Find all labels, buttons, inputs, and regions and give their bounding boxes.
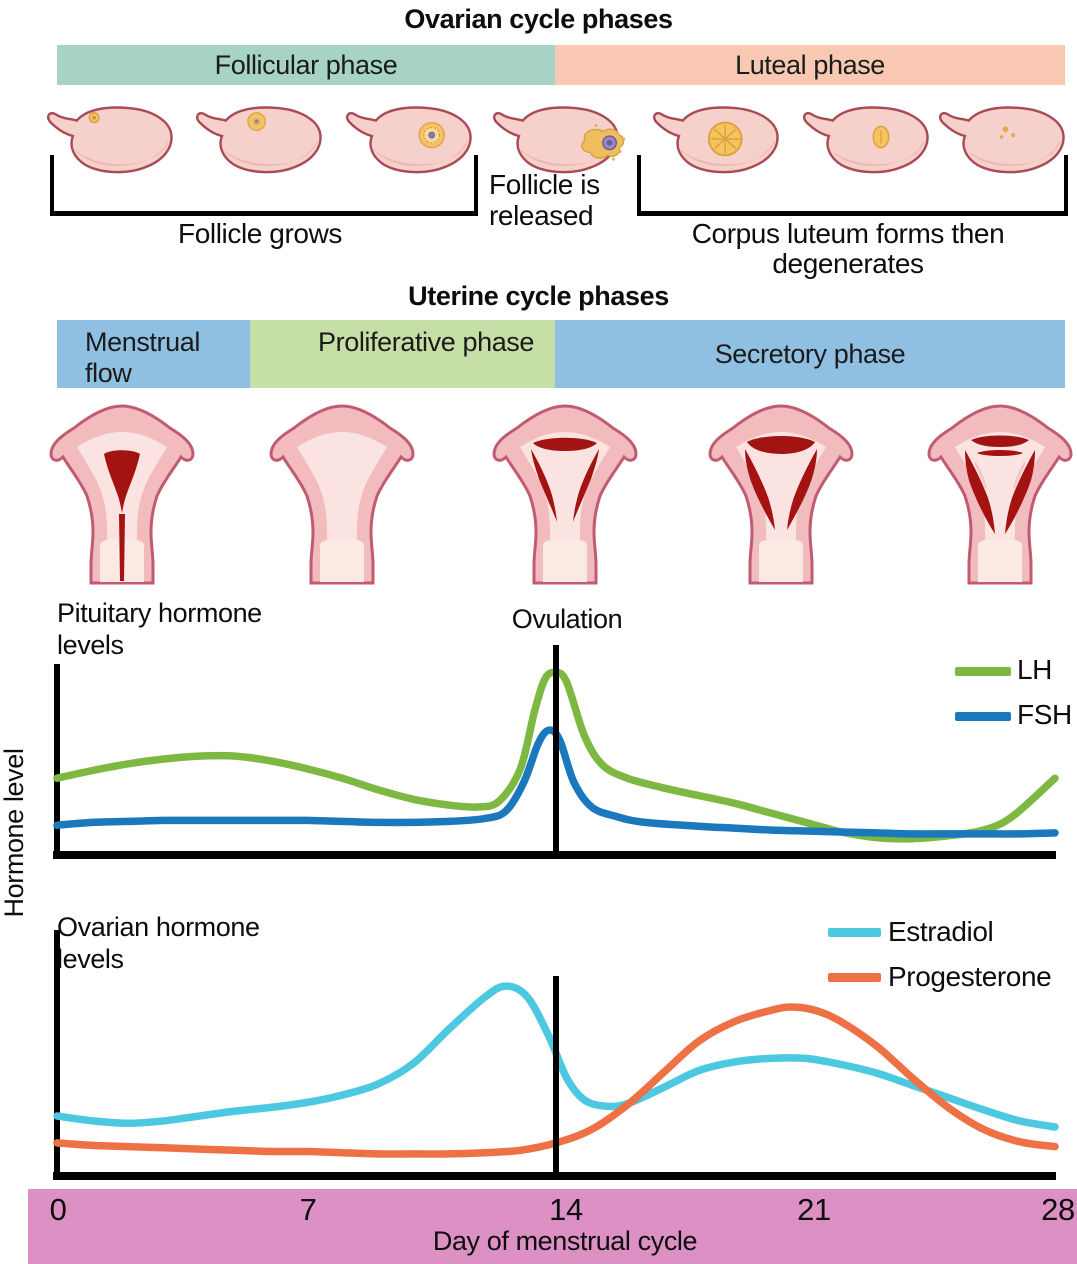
hormone-level-axis-label: Hormone level <box>0 748 29 918</box>
day-tick-0: 0 <box>49 1192 67 1227</box>
uterus-illustration-5-late-secretory <box>927 404 1073 585</box>
fsh-legend-label: FSH <box>1017 699 1072 730</box>
day-axis-title: Day of menstrual cycle <box>432 1226 698 1256</box>
phase-luteal-label: Luteal phase <box>735 49 885 80</box>
day-tick-21: 21 <box>797 1192 831 1227</box>
phase-follicular-label: Follicular phase <box>214 49 398 80</box>
follicle-grows-bracket <box>50 155 478 216</box>
phase-proliferative: Proliferative phase <box>250 320 555 388</box>
uterine-phase-bar: Menstrual flow Proliferative phase Secre… <box>57 320 1065 388</box>
uterine-cycle-title: Uterine cycle phases <box>408 281 669 311</box>
estradiol-legend-label: Estradiol <box>888 916 994 947</box>
ovary-illustration-7 <box>938 106 1065 174</box>
lh-legend-swatch <box>955 667 1011 676</box>
uterus-illustration-4-mid-secretory <box>708 404 854 585</box>
phase-follicular: Follicular phase <box>57 45 555 85</box>
phase-menstrual: Menstrual flow <box>57 320 250 388</box>
phase-secretory-label: Secretory phase <box>714 338 906 369</box>
progesterone-legend-label: Progesterone <box>888 961 1052 992</box>
ovary-illustration-5-corpus-luteum <box>652 106 779 174</box>
phase-luteal: Luteal phase <box>555 45 1065 85</box>
corpus-luteum-bracket <box>637 155 1068 216</box>
corpus-luteum-label: Corpus luteum forms then degenerates <box>691 218 1005 280</box>
day-axis-bar <box>28 1189 1077 1264</box>
uterus-illustration-1-menstrual <box>49 404 195 585</box>
phase-proliferative-label: Proliferative phase <box>318 327 535 357</box>
day-tick-28: 28 <box>1041 1192 1075 1227</box>
ovarian-phase-bar: Follicular phase Luteal phase <box>57 45 1065 85</box>
ovary-illustration-6 <box>802 106 929 174</box>
ovulation-label: Ovulation <box>511 604 623 634</box>
follicle-grows-label: Follicle grows <box>178 218 342 249</box>
ovarian-hormone-chart <box>53 930 1059 1180</box>
progesterone-legend-swatch <box>828 973 881 982</box>
ovary-illustration-4-release <box>492 106 625 174</box>
uterus-illustration-3-early-secretory <box>492 404 638 585</box>
ovary-illustration-1 <box>46 106 173 174</box>
fsh-legend-swatch <box>955 712 1011 721</box>
uterus-illustration-2-proliferative <box>269 404 415 585</box>
ovarian-cycle-title: Ovarian cycle phases <box>404 4 673 34</box>
phase-menstrual-label: Menstrual flow <box>85 327 200 388</box>
pituitary-hormone-chart <box>53 645 1059 859</box>
day-tick-7: 7 <box>299 1192 317 1227</box>
follicle-released-label: Follicle is released <box>489 169 600 231</box>
phase-secretory: Secretory phase <box>555 320 1065 388</box>
ovarian-chart-title: Ovarian hormone levels <box>57 912 260 974</box>
estradiol-legend-swatch <box>828 928 881 937</box>
day-tick-14: 14 <box>549 1192 583 1227</box>
ovary-illustration-2 <box>195 106 322 174</box>
ovary-illustration-3 <box>345 106 472 174</box>
lh-legend-label: LH <box>1017 654 1052 685</box>
pituitary-chart-title: Pituitary hormone levels <box>57 598 262 660</box>
